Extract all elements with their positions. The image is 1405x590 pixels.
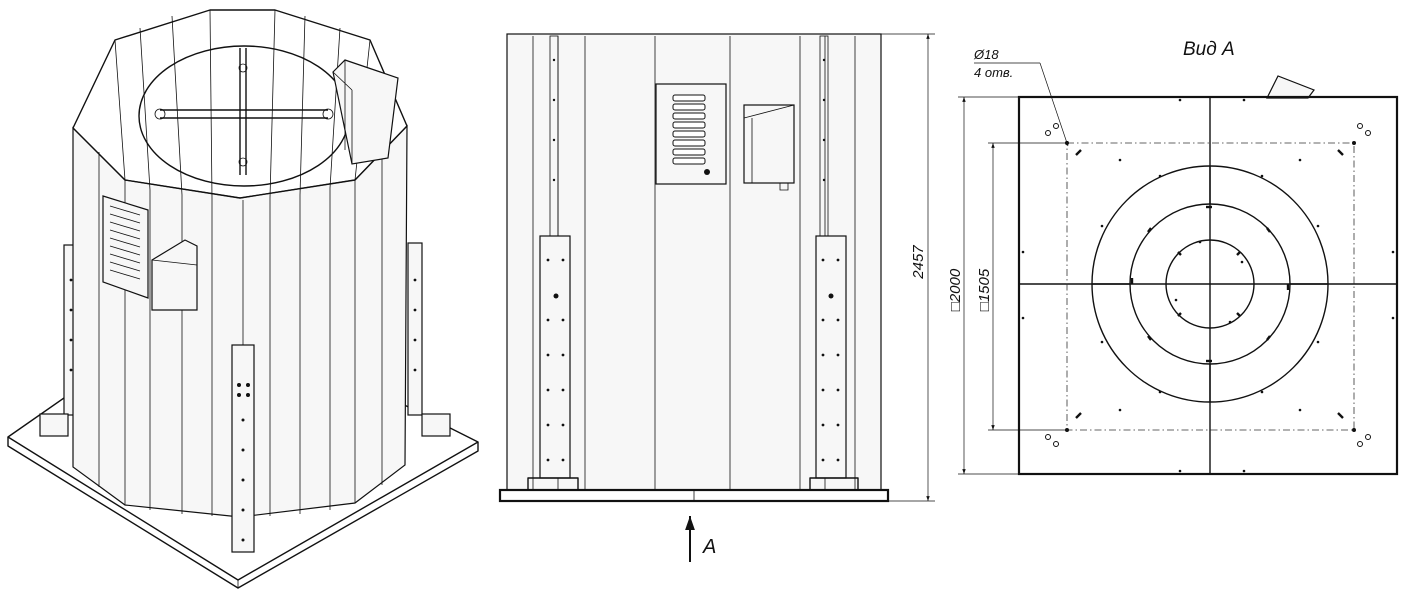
height-dimension: 2457	[881, 33, 935, 502]
iso-support-brackets	[39, 242, 451, 437]
plan-bolt-square	[1066, 142, 1355, 431]
outer-size-dimension: □2000	[947, 96, 1019, 475]
plan-inner-ring	[1165, 239, 1255, 329]
view-a-title: Вид A	[1183, 39, 1235, 60]
iso-louver-grille	[102, 195, 149, 299]
iso-terminal-box	[151, 239, 198, 311]
hole-diameter-label: Ø18	[973, 47, 999, 62]
front-elevation-view: 2457 A	[498, 33, 935, 562]
plan-outer-plate	[1017, 95, 1399, 476]
iso-top-disc	[138, 45, 350, 187]
iso-motor-box	[332, 59, 399, 165]
hole-count-label: 4 отв.	[974, 65, 1013, 80]
height-dimension-label: 2457	[910, 245, 927, 280]
front-terminal-box	[743, 104, 795, 191]
outer-size-label: □2000	[947, 268, 964, 311]
front-support-legs	[527, 235, 859, 490]
view-a-plan: Вид A	[947, 39, 1399, 476]
isometric-view	[7, 9, 479, 589]
view-a-arrow-label: A	[702, 536, 716, 558]
view-a-arrow: A	[685, 516, 716, 562]
hole-callout: Ø18 4 отв.	[973, 47, 1069, 147]
bolt-size-label: □1505	[976, 268, 993, 311]
plan-motor-box	[1266, 75, 1315, 99]
bolt-size-dimension: □1505	[976, 142, 1067, 431]
front-louver-panel	[655, 83, 727, 185]
